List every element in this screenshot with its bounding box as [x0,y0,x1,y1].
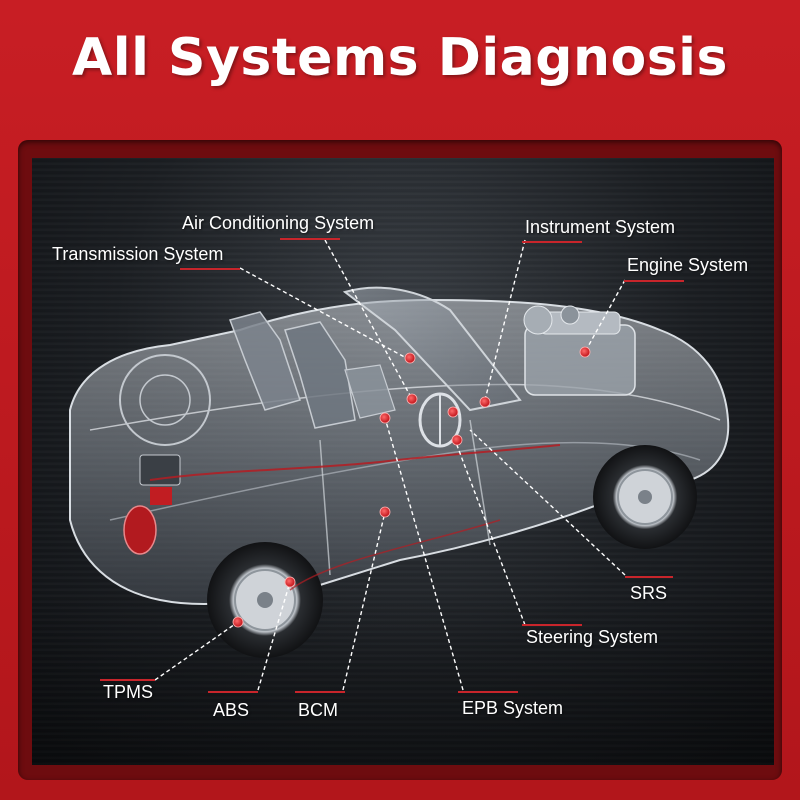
leader-tpms [154,621,239,681]
front-wheel [593,445,697,549]
leader-air-conditioning [324,239,413,400]
leader-lines [154,239,626,691]
marker-tpms [232,616,244,628]
label-transmission: Transmission System [52,244,224,264]
underline-instrument [522,241,582,243]
marker-abs [284,576,296,588]
marker-epb [379,412,391,424]
car-illustration-panel [32,158,774,765]
underline-bcm [295,691,345,693]
marker-bcm [379,506,391,518]
brake-line [289,519,501,591]
wiring-harness [149,444,561,481]
underline-air-conditioning [280,238,340,240]
label-engine: Engine System [627,255,749,275]
marker-srs [447,406,459,418]
marker-instrument [479,396,491,408]
underline-abs [208,691,258,693]
leader-steering [454,439,526,626]
label-abs: ABS [213,700,250,720]
label-tpms: TPMS [103,682,154,702]
leader-transmission [239,267,411,361]
marker-steering [451,434,463,446]
marker-dots [232,346,591,628]
marker-air-conditioning [406,393,418,405]
label-epb: EPB System [462,698,564,718]
label-bcm: BCM [298,700,338,720]
windshield [342,286,522,412]
page-title: All Systems Diagnosis [72,28,728,88]
engine-block [523,305,636,396]
underline-tpms [100,679,155,681]
underline-engine [624,280,684,282]
label-srs: SRS [630,583,668,603]
rear-tail-light [123,505,157,555]
underline-steering [522,624,582,626]
leader-epb [384,417,464,691]
marker-engine [579,346,591,358]
label-instrument: Instrument System [525,217,676,237]
label-steering: Steering System [526,627,659,647]
steering-wheel [418,392,462,448]
leader-srs [469,429,626,576]
floor-shadow [32,588,774,765]
label-air-conditioning: Air Conditioning System [182,213,375,233]
leader-bcm [342,511,386,691]
rear-wheel [207,542,323,658]
underline-epb [458,691,518,693]
leader-abs [257,581,291,691]
marker-transmission [404,352,416,364]
underline-transmission [180,268,240,270]
car-cutaway-illustration [69,239,730,691]
underline-srs [625,576,673,578]
spare-wheel [119,354,211,446]
seats [229,311,396,429]
